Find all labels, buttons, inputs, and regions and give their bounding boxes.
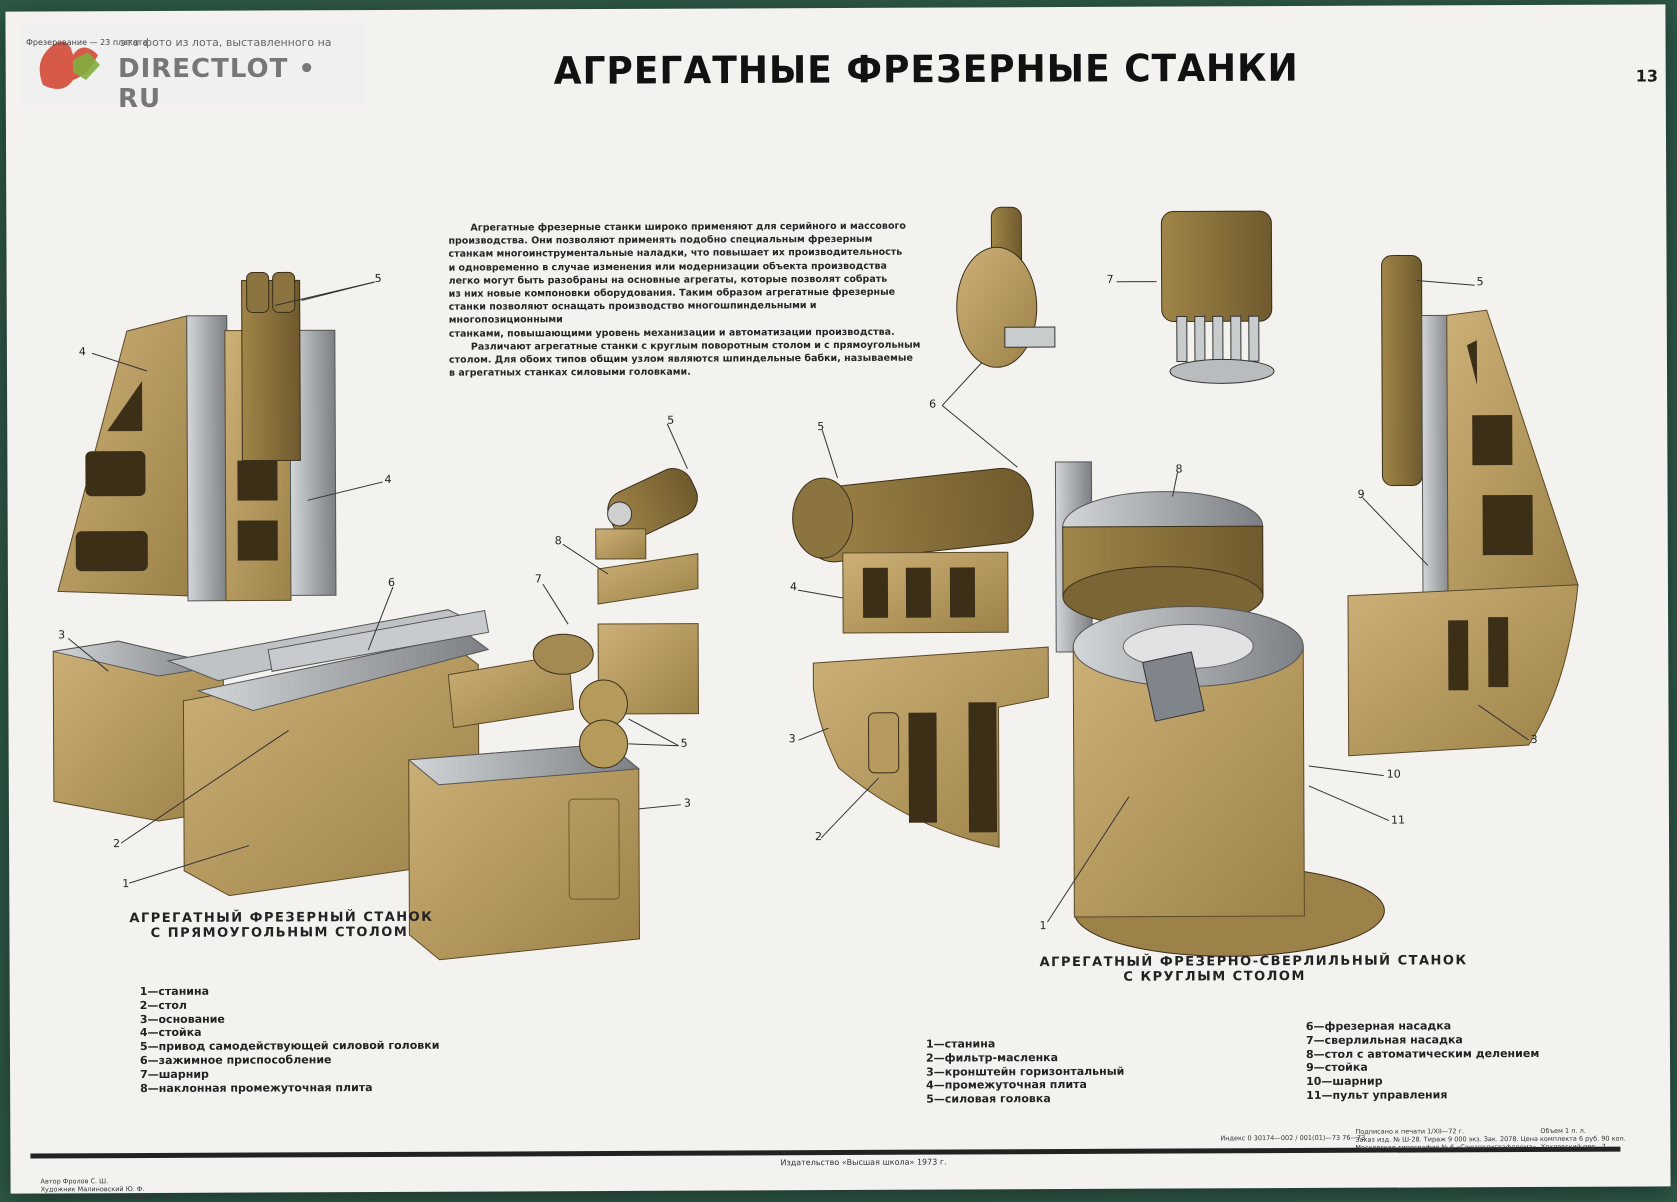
right-machine — [791, 205, 1579, 958]
callout-right: 6 — [929, 398, 936, 411]
callout-right: 4 — [790, 580, 797, 593]
legend-item: 2—стол — [140, 998, 440, 1013]
volume-info: Объем 1 п. л. — [1540, 1127, 1586, 1135]
right-legend-a: 1—станина 2—фильтр-масленка 3—кронштейн … — [926, 1037, 1125, 1107]
legend-item: 3—кронштейн горизонтальный — [926, 1064, 1124, 1079]
watermark-photo-text: это фото из лота, выставленного на — [120, 36, 332, 49]
callout-right: 8 — [1175, 462, 1182, 475]
right-caption: АГРЕГАТНЫЙ ФРЕЗЕРНО-СВЕРЛИЛЬНЫЙ СТАНОК С… — [1040, 954, 1390, 986]
index-info: Индекс 0 30174—002 / 001(01)—73 76—73 — [1220, 1134, 1365, 1143]
credits: Автор Фролов С. Ш. Художник Малиновский … — [41, 1177, 172, 1202]
legend-item: 10—шарнир — [1306, 1074, 1539, 1089]
poster: АГРЕГАТНЫЕ ФРЕЗЕРНЫЕ СТАНКИ 13 Агрегатны… — [5, 4, 1670, 1193]
left-legend: 1—станина 2—стол 3—основание 4—стойка 5—… — [140, 984, 440, 1096]
print-line: Московская типография № 6 «Союзполиграфп… — [1355, 1143, 1626, 1152]
legend-item: 5—привод самодействующей силовой головки — [140, 1039, 440, 1054]
callout-right: 10 — [1387, 768, 1401, 781]
callout-right: 3 — [789, 732, 796, 745]
callout-right: 2 — [815, 830, 822, 843]
legend-item: 2—фильтр-масленка — [926, 1051, 1124, 1066]
legend-item: 6—зажимное приспособление — [140, 1053, 440, 1068]
left-machine — [52, 271, 706, 962]
publisher: Издательство «Высшая школа» 1973 г. — [780, 1158, 946, 1168]
right-legend-b: 6—фрезерная насадка 7—сверлильная насадк… — [1306, 1019, 1540, 1103]
legend-item: 11—пульт управления — [1306, 1088, 1539, 1103]
callout-left: 5 — [681, 737, 688, 750]
legend-item: 4—стойка — [140, 1025, 440, 1040]
legend-item: 8—наклонная промежуточная плита — [140, 1080, 440, 1095]
legend-item: 1—станина — [926, 1037, 1124, 1052]
watermark: Фрезерование — 23 плаката это фото из ло… — [20, 22, 365, 104]
callout-left: 6 — [388, 576, 395, 589]
callout-left: 5 — [375, 272, 382, 285]
left-caption-line: С ПРЯМОУГОЛЬНЫМ СТОЛОМ — [129, 925, 429, 941]
callout-right: 5 — [817, 420, 824, 433]
legend-item: 9—стойка — [1306, 1060, 1539, 1075]
left-caption-line: АГРЕГАТНЫЙ ФРЕЗЕРНЫЙ СТАНОК — [129, 910, 429, 926]
legend-item: 7—сверлильная насадка — [1306, 1033, 1539, 1048]
callout-left: 2 — [113, 837, 120, 850]
callout-right: 3 — [1531, 733, 1538, 746]
callout-right: 11 — [1391, 814, 1405, 827]
legend-item: 1—станина — [140, 984, 440, 999]
legend-item: 6—фрезерная насадка — [1306, 1019, 1539, 1034]
callout-left: 4 — [384, 473, 391, 486]
callout-right: 9 — [1358, 488, 1365, 501]
right-caption-line: С КРУГЛЫМ СТОЛОМ — [1040, 969, 1390, 986]
legend-item: 4—промежуточная плита — [926, 1078, 1124, 1093]
callout-left: 3 — [58, 628, 65, 641]
callout-left: 1 — [122, 877, 129, 890]
callout-right: 7 — [1107, 273, 1114, 286]
legend-item: 5—силовая головка — [926, 1092, 1124, 1107]
callout-left: 3 — [684, 797, 691, 810]
right-caption-line: АГРЕГАТНЫЙ ФРЕЗЕРНО-СВЕРЛИЛЬНЫЙ СТАНОК — [1040, 954, 1390, 971]
callout-left: 7 — [535, 572, 542, 585]
left-caption: АГРЕГАТНЫЙ ФРЕЗЕРНЫЙ СТАНОК С ПРЯМОУГОЛЬ… — [129, 910, 429, 941]
legend-item: 8—стол с автоматическим делением — [1306, 1047, 1539, 1062]
callout-right: 5 — [1477, 275, 1484, 288]
credit-line: Редактор издательства Зимнина Г. Н. — [41, 1193, 172, 1202]
callout-left: 8 — [555, 534, 562, 547]
legend-item: 3—основание — [140, 1011, 440, 1026]
callout-right: 1 — [1039, 919, 1046, 932]
callout-left: 5 — [667, 414, 674, 427]
legend-item: 7—шарнир — [140, 1067, 440, 1082]
callout-left: 4 — [79, 345, 86, 358]
watermark-brand: DIRECTLOT • RU — [118, 54, 365, 114]
